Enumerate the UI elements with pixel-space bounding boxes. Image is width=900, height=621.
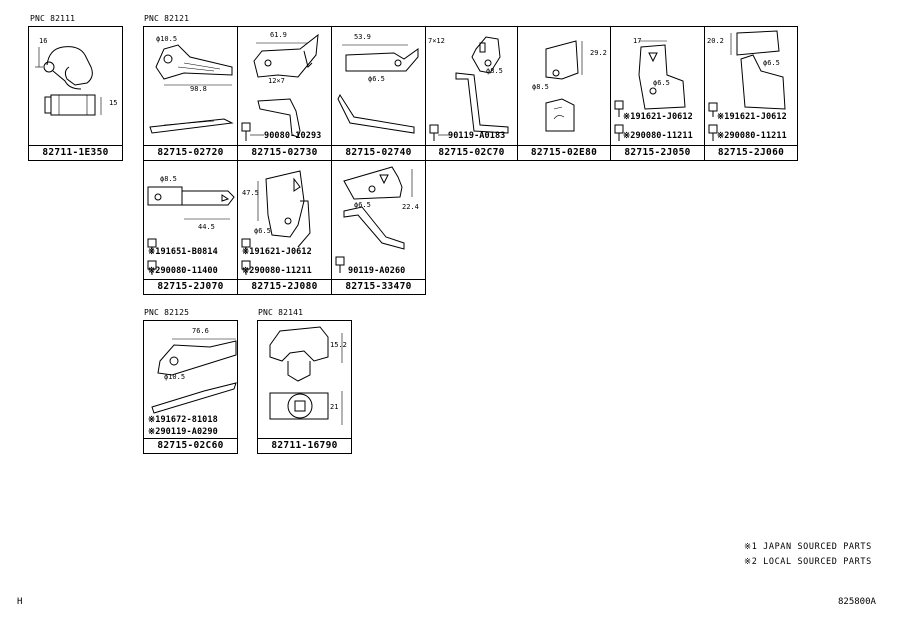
dim-hole: ϕ6.5 bbox=[653, 79, 670, 87]
note-local-sourced: ※2 LOCAL SOURCED PARTS bbox=[744, 557, 872, 567]
part-number[interactable]: 82711-16790 bbox=[258, 438, 351, 453]
dim-width: 53.9 bbox=[354, 33, 371, 41]
dim-width: 61.9 bbox=[270, 31, 287, 39]
dim-height: 47.5 bbox=[242, 189, 259, 197]
sub-part-0[interactable]: ※191621-J0612 bbox=[623, 112, 693, 122]
sub-part-0[interactable]: 90080-10293 bbox=[264, 131, 322, 141]
bracket-drawing bbox=[614, 40, 686, 141]
pnc-label-82111: PNC 82111 bbox=[30, 14, 76, 23]
sub-part-0[interactable]: 90119-A0260 bbox=[348, 266, 406, 276]
dim-hole: ϕ6.5 bbox=[368, 75, 385, 83]
dim-hole: ϕ6.5 bbox=[354, 201, 371, 209]
part-cell-82711-16790[interactable]: 15.2 21 82711-16790 bbox=[257, 320, 352, 454]
part-cell-82715-2J080[interactable]: 47.5 ϕ6.5 ※191621-J0612 ※290080-11211 82… bbox=[237, 160, 332, 295]
part-cell-82715-02C60[interactable]: 76.6 ϕ10.5 ※191672-81018 ※290119-A0290 8… bbox=[143, 320, 238, 454]
sub-part-0[interactable]: ※191621-J0612 bbox=[717, 112, 787, 122]
part-cell-82715-33470[interactable]: ϕ6.5 22.4 90119-A0260 82715-33470 bbox=[331, 160, 426, 295]
dim-height: 22.4 bbox=[402, 203, 419, 211]
bracket-drawing bbox=[149, 44, 234, 134]
part-cell-82711-1E350[interactable]: 16 15 82711-1E350 bbox=[28, 26, 123, 161]
sub-part-0[interactable]: ※191651-B0814 bbox=[148, 247, 218, 257]
figure-id: 825800A bbox=[838, 597, 876, 607]
clip-drawing bbox=[269, 326, 343, 425]
dim-width: 17 bbox=[633, 37, 642, 45]
part-number[interactable]: 82715-2J050 bbox=[611, 145, 704, 160]
part-number[interactable]: 82715-2J080 bbox=[238, 279, 331, 294]
dim-height-top: 15.2 bbox=[330, 341, 347, 349]
sub-part-1[interactable]: ※290080-11211 bbox=[623, 131, 693, 141]
sub-part-1[interactable]: ※290080-11211 bbox=[717, 131, 787, 141]
dim-hole: ϕ8.5 bbox=[532, 83, 549, 91]
pnc-label-82125: PNC 82125 bbox=[144, 308, 190, 317]
part-number[interactable]: 82715-02730 bbox=[238, 145, 331, 160]
sub-part-1[interactable]: ※290080-11400 bbox=[148, 266, 218, 276]
part-number[interactable]: 82711-1E350 bbox=[29, 145, 122, 160]
pnc-label-82121: PNC 82121 bbox=[144, 14, 190, 23]
dim-height: 20.2 bbox=[707, 37, 724, 45]
dim-hole: ϕ6.5 bbox=[254, 227, 271, 235]
dim-length: 98.8 bbox=[190, 85, 207, 93]
part-number[interactable]: 82715-2J060 bbox=[705, 145, 797, 160]
sub-part-0[interactable]: 90119-A0183 bbox=[448, 131, 506, 141]
dim-hole: ϕ6.5 bbox=[763, 59, 780, 67]
sub-part-0[interactable]: ※191672-81018 bbox=[148, 415, 218, 425]
note-japan-sourced: ※1 JAPAN SOURCED PARTS bbox=[744, 542, 872, 552]
part-cell-82715-02740[interactable]: 53.9 ϕ6.5 82715-02740 bbox=[331, 26, 426, 161]
part-number[interactable]: 82715-02C70 bbox=[426, 145, 517, 160]
sub-part-0[interactable]: ※191621-J0612 bbox=[242, 247, 312, 257]
part-number[interactable]: 82715-02E80 bbox=[518, 145, 610, 160]
bracket-drawing bbox=[335, 166, 413, 273]
bracket-drawing bbox=[708, 30, 786, 141]
dim-length: 44.5 bbox=[198, 223, 215, 231]
part-cell-82715-02C70[interactable]: 7×12 ϕ8.5 90119-A0183 82715-02C70 bbox=[425, 26, 518, 161]
dim-height: 16 bbox=[39, 37, 48, 45]
bracket-drawing bbox=[337, 44, 419, 134]
part-number[interactable]: 82715-2J070 bbox=[144, 279, 237, 294]
part-cell-82715-02730[interactable]: 61.9 12×7 90080-10293 82715-02730 bbox=[237, 26, 332, 161]
part-number[interactable]: 82715-33470 bbox=[332, 279, 425, 294]
dim-height-bottom: 21 bbox=[330, 403, 339, 411]
part-cell-82715-2J070[interactable]: ϕ8.5 44.5 ※191651-B0814 ※290080-11400 82… bbox=[143, 160, 238, 295]
part-cell-82715-02720[interactable]: ϕ10.5 98.8 82715-02720 bbox=[143, 26, 238, 161]
bracket-drawing bbox=[241, 33, 319, 141]
dim-slot: 7×12 bbox=[428, 37, 445, 45]
corner-left-label: H bbox=[17, 597, 23, 607]
part-number[interactable]: 82715-02740 bbox=[332, 145, 425, 160]
dim-hole: ϕ10.5 bbox=[164, 373, 186, 381]
dim-slot: 12×7 bbox=[268, 77, 285, 85]
part-cell-82715-02E80[interactable]: 29.2 ϕ8.5 82715-02E80 bbox=[517, 26, 611, 161]
part-number[interactable]: 82715-02720 bbox=[144, 145, 237, 160]
dim-length: 15 bbox=[109, 99, 118, 107]
bracket-drawing bbox=[545, 40, 583, 132]
pnc-label-82141: PNC 82141 bbox=[258, 308, 304, 317]
part-number[interactable]: 82715-02C60 bbox=[144, 438, 237, 453]
dim-height: 29.2 bbox=[590, 49, 607, 57]
bracket-drawing bbox=[241, 170, 311, 275]
sub-part-1[interactable]: ※290119-A0290 bbox=[148, 427, 218, 437]
bracket-drawing bbox=[429, 36, 509, 141]
dim-hole: ϕ8.5 bbox=[160, 175, 177, 183]
dim-width: 76.6 bbox=[192, 327, 209, 335]
part-cell-82715-2J050[interactable]: 17 ϕ6.5 ※191621-J0612 ※290080-11211 8271… bbox=[610, 26, 705, 161]
dim-hole: ϕ10.5 bbox=[156, 35, 178, 43]
dim-hole: ϕ8.5 bbox=[486, 67, 503, 75]
bracket-drawing bbox=[151, 338, 237, 414]
clamp-drawing bbox=[35, 46, 102, 116]
sub-part-1[interactable]: ※290080-11211 bbox=[242, 266, 312, 276]
part-cell-82715-2J060[interactable]: 20.2 ϕ6.5 ※191621-J0612 ※290080-11211 82… bbox=[704, 26, 798, 161]
bracket-drawing bbox=[147, 186, 235, 275]
